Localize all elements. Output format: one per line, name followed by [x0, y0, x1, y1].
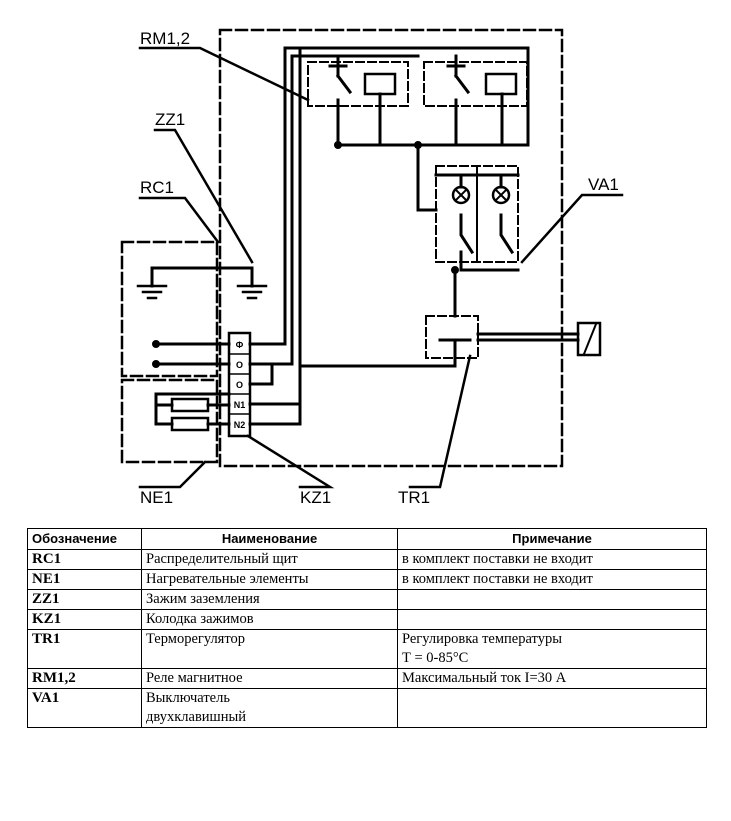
col-header-name: Наименование — [141, 528, 398, 550]
cell-name: Нагревательные элементы — [141, 569, 398, 590]
cell-note: Регулировка температуры Т = 0-85°С — [397, 629, 707, 669]
cell-note — [397, 609, 707, 630]
callout-kz: KZ1 — [300, 488, 331, 507]
callout-tr: TR1 — [398, 488, 430, 507]
table-header-row: Обозначение Наименование Примечание — [27, 528, 707, 550]
callout-rc: RC1 — [140, 178, 174, 197]
callout-va: VA1 — [588, 175, 619, 194]
main-enclosure — [218, 28, 564, 468]
cell-name: Колодка зажимов — [141, 609, 398, 630]
cell-note — [397, 688, 707, 728]
callout-zz: ZZ1 — [155, 110, 185, 129]
ne1-enclosure — [120, 378, 219, 464]
cell-name: Выключатель двухклавишный — [141, 688, 398, 728]
rc1-enclosure — [120, 240, 219, 378]
table-row: NE1 Нагревательные элементы в комплект п… — [27, 569, 707, 590]
wiring-diagram: Ф О О N1 N2 RM1,2 ZZ1 RC1 VA1 NE1 KZ1 TR… — [120, 28, 624, 507]
cell-code: KZ1 — [27, 609, 142, 630]
terminal-phase: Ф — [236, 340, 244, 350]
table-row: RM1,2 Реле магнитное Максимальный ток I=… — [27, 668, 707, 689]
cell-note: в комплект поставки не входит — [397, 549, 707, 570]
cell-note: в комплект поставки не входит — [397, 569, 707, 590]
col-header-code: Обозначение — [27, 528, 142, 550]
relay-rm1-box — [307, 61, 409, 107]
terminal-o2: О — [236, 380, 243, 390]
callout-rm: RM1,2 — [140, 29, 190, 48]
cell-code: VA1 — [27, 688, 142, 728]
table-row: TR1 Терморегулятор Регулировка температу… — [27, 629, 707, 669]
table-row: KZ1 Колодка зажимов — [27, 609, 707, 630]
cell-name: Реле магнитное — [141, 668, 398, 689]
cell-code: RC1 — [27, 549, 142, 570]
table-row: VA1 Выключатель двухклавишный — [27, 688, 707, 728]
terminal-n2: N2 — [234, 420, 246, 430]
cell-code: NE1 — [27, 569, 142, 590]
thermoregulator-box — [425, 315, 479, 359]
cell-code: RM1,2 — [27, 668, 142, 689]
relay-rm2-coil — [484, 72, 518, 96]
table-row: ZZ1 Зажим заземления — [27, 589, 707, 610]
callout-ne: NE1 — [140, 488, 173, 507]
legend-table: Обозначение Наименование Примечание RC1 … — [27, 528, 707, 728]
cell-name: Зажим заземления — [141, 589, 398, 610]
col-header-note: Примечание — [397, 528, 707, 550]
terminal-o1: О — [236, 360, 243, 370]
cell-code: ZZ1 — [27, 589, 142, 610]
relay-rm1-coil — [363, 72, 397, 96]
table-row: RC1 Распределительный щит в комплект пос… — [27, 549, 707, 570]
relay-rm2-box — [423, 61, 528, 107]
cell-note: Максимальный ток I=30 А — [397, 668, 707, 689]
cell-code: TR1 — [27, 629, 142, 669]
cell-name: Терморегулятор — [141, 629, 398, 669]
cell-name: Распределительный щит — [141, 549, 398, 570]
cell-note — [397, 589, 707, 610]
terminal-n1: N1 — [234, 400, 246, 410]
